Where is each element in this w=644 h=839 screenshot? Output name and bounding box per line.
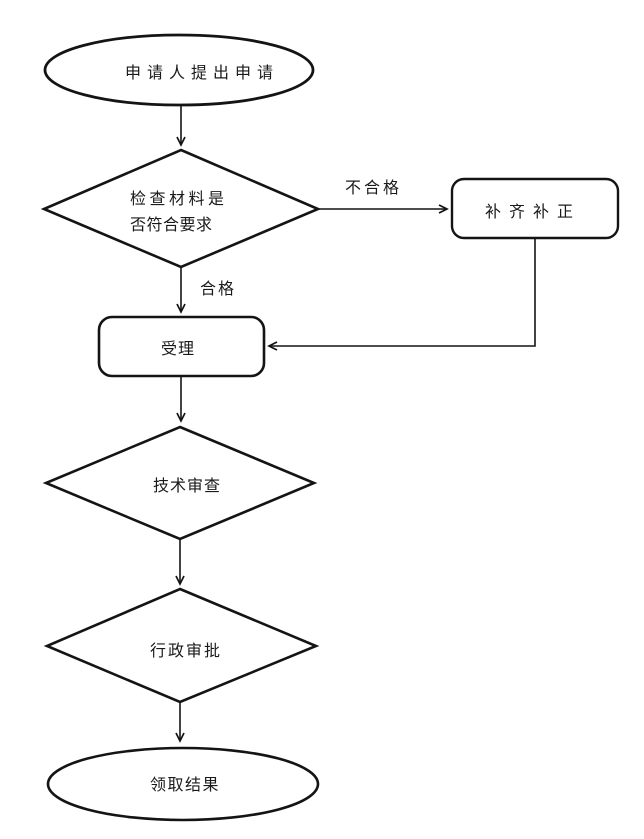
edge-label-fail: 不合格 — [345, 178, 402, 197]
node-start-label: 申请人提出申请 — [125, 63, 279, 82]
node-administrative-approval-label: 行政审批 — [150, 641, 222, 660]
edge-supplement-accept — [267, 238, 536, 351]
node-check-diamond — [40, 148, 322, 269]
node-end-ellipse — [46, 746, 320, 822]
node-check-label-line1: 检查材料是 — [130, 189, 228, 208]
node-accept-rect — [97, 315, 266, 378]
node-supplement-rect — [450, 177, 620, 240]
edge-label-pass: 合格 — [200, 279, 236, 298]
node-supplement-label: 补齐补正 — [485, 202, 581, 221]
node-technical-review-label: 技术审查 — [153, 476, 221, 495]
node-end-label: 领取结果 — [150, 775, 220, 794]
node-accept-label: 受理 — [161, 339, 195, 358]
node-administrative-approval-diamond — [43, 587, 320, 704]
node-start-ellipse — [43, 33, 315, 107]
node-check-label-line2: 否符合要求 — [130, 215, 213, 234]
node-technical-review-diamond — [42, 425, 318, 541]
